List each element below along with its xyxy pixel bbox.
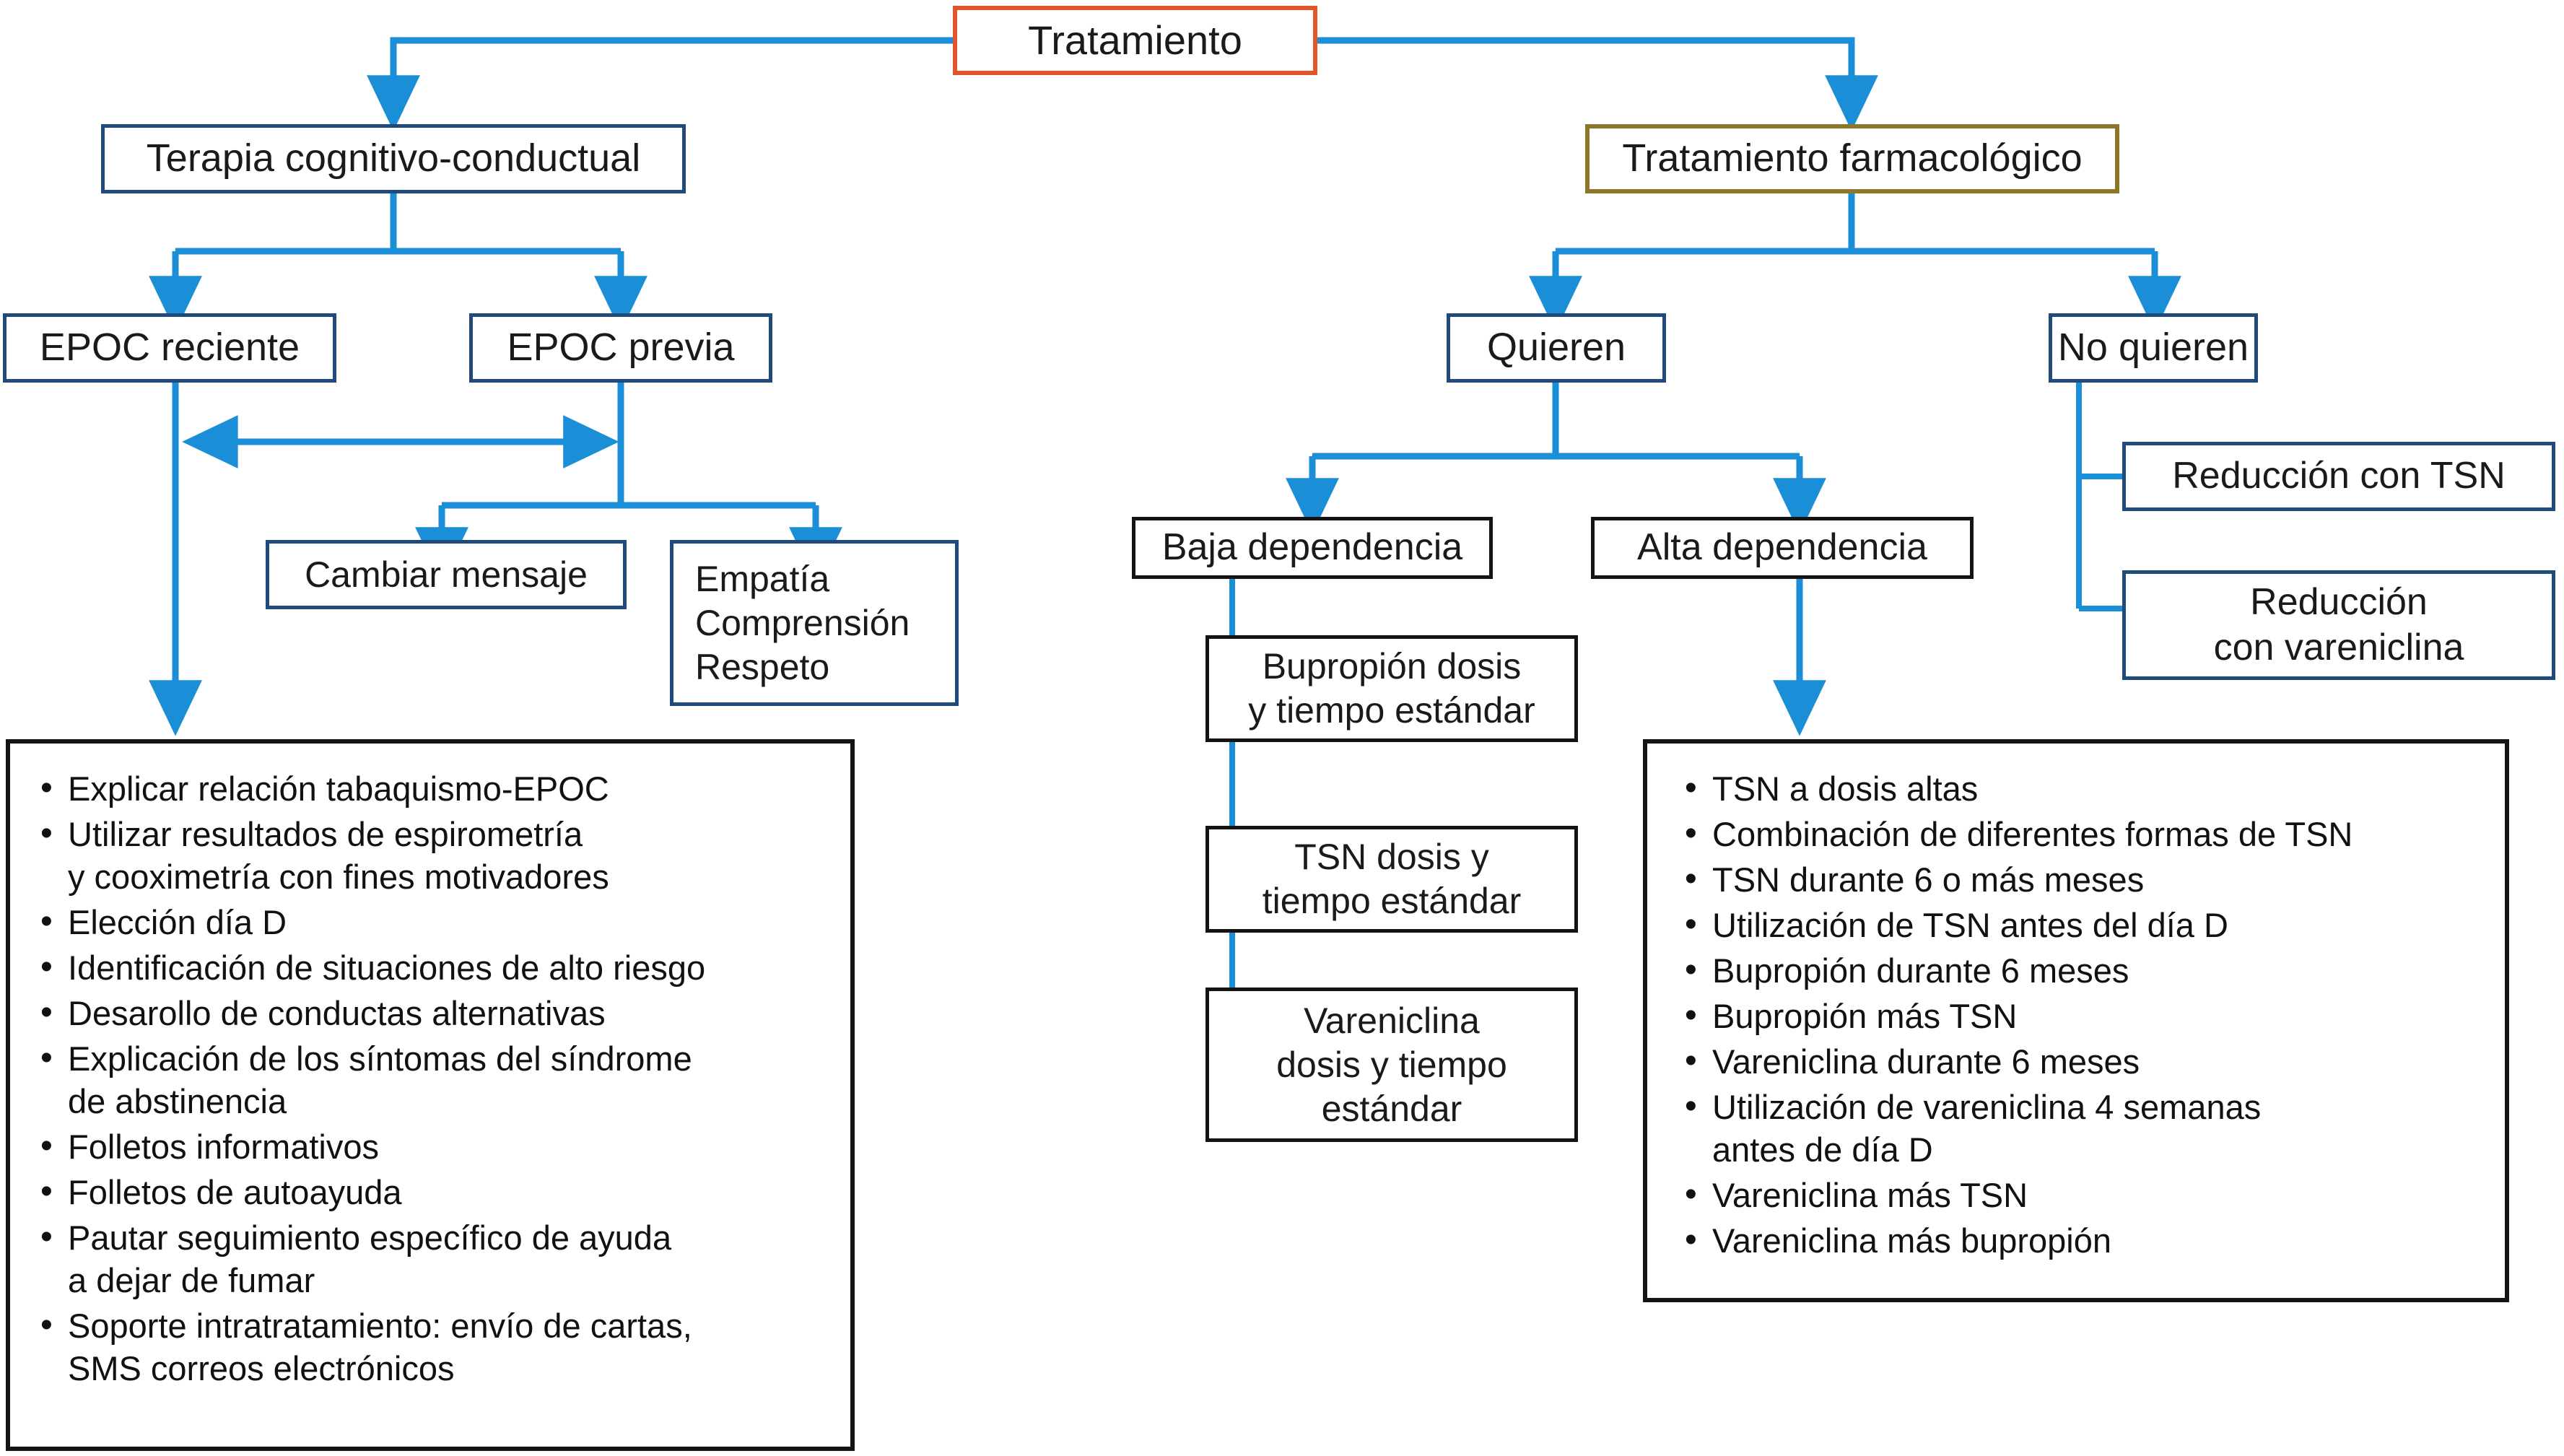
- list-item: Vareniclina más TSN: [1679, 1173, 2485, 1217]
- list-item: TSN a dosis altas: [1679, 767, 2485, 811]
- list-item: TSN durante 6 o más meses: [1679, 858, 2485, 902]
- list-item: Explicación de los síntomas del síndrome…: [35, 1037, 830, 1123]
- node-epoc-previa-label: EPOC previa: [507, 326, 735, 370]
- high-dependence-list-box: TSN a dosis altas Combinación de diferen…: [1643, 739, 2509, 1302]
- node-quieren[interactable]: Quieren: [1447, 313, 1666, 383]
- node-terapia-label: Terapia cognitivo-conductual: [146, 136, 641, 180]
- node-baja-dependencia[interactable]: Baja dependencia: [1132, 517, 1493, 579]
- list-item: Utilización de vareniclina 4 semanas ant…: [1679, 1085, 2485, 1172]
- list-item: Vareniclina más bupropión: [1679, 1219, 2485, 1263]
- node-empatia-label: Empatía Comprensión Respeto: [695, 558, 910, 687]
- node-tratamiento-label: Tratamiento: [1028, 17, 1242, 63]
- node-reduccion-con-tsn[interactable]: Reducción con TSN: [2122, 442, 2555, 511]
- node-epoc-reciente-label: EPOC reciente: [39, 326, 300, 370]
- node-cambiar-mensaje[interactable]: Cambiar mensaje: [266, 540, 627, 609]
- node-tratamiento-farmacologico[interactable]: Tratamiento farmacológico: [1585, 124, 2119, 193]
- node-empatia-comprension-respeto[interactable]: Empatía Comprensión Respeto: [670, 540, 959, 706]
- list-item: Soporte intratratamiento: envío de carta…: [35, 1304, 830, 1390]
- node-bupropion-estandar-label: Bupropión dosis y tiempo estándar: [1248, 646, 1535, 731]
- list-item: Folletos informativos: [35, 1125, 830, 1169]
- node-alta-dependencia[interactable]: Alta dependencia: [1591, 517, 1974, 579]
- node-vareniclina-dosis-estandar[interactable]: Vareniclina dosis y tiempo estándar: [1205, 988, 1578, 1142]
- node-vareniclina-estandar-label: Vareniclina dosis y tiempo estándar: [1276, 1000, 1507, 1129]
- node-tratamiento[interactable]: Tratamiento: [953, 6, 1317, 75]
- node-tsn-dosis-estandar[interactable]: TSN dosis y tiempo estándar: [1205, 826, 1578, 933]
- node-baja-dependencia-label: Baja dependencia: [1161, 526, 1463, 569]
- list-item: Identificación de situaciones de alto ri…: [35, 946, 830, 990]
- list-item: Pautar seguimiento específico de ayuda a…: [35, 1216, 830, 1302]
- node-reduccion-tsn-label: Reducción con TSN: [2172, 455, 2506, 497]
- node-reduccion-con-vareniclina[interactable]: Reducción con vareniclina: [2122, 570, 2555, 680]
- node-no-quieren[interactable]: No quieren: [2049, 313, 2258, 383]
- node-cambiar-mensaje-label: Cambiar mensaje: [305, 554, 588, 595]
- list-item: Bupropión durante 6 meses: [1679, 949, 2485, 993]
- list-item: Combinación de diferentes formas de TSN: [1679, 812, 2485, 856]
- list-item: Elección día D: [35, 900, 830, 944]
- node-bupropion-dosis-estandar[interactable]: Bupropión dosis y tiempo estándar: [1205, 635, 1578, 742]
- node-reduccion-vareniclina-label: Reducción con vareniclina: [2213, 580, 2464, 668]
- node-quieren-label: Quieren: [1486, 326, 1626, 370]
- list-item: Utilizar resultados de espirometría y co…: [35, 812, 830, 899]
- node-terapia-cognitivo-conductual[interactable]: Terapia cognitivo-conductual: [101, 124, 686, 193]
- list-item: Desarollo de conductas alternativas: [35, 991, 830, 1035]
- high-dependence-list: TSN a dosis altas Combinación de diferen…: [1679, 767, 2485, 1263]
- node-farmacologico-label: Tratamiento farmacológico: [1622, 136, 2083, 180]
- node-no-quieren-label: No quieren: [2057, 326, 2249, 370]
- list-item: Explicar relación tabaquismo-EPOC: [35, 767, 830, 811]
- list-item: Bupropión más TSN: [1679, 994, 2485, 1038]
- list-item: Folletos de autoayuda: [35, 1170, 830, 1214]
- node-epoc-reciente[interactable]: EPOC reciente: [3, 313, 336, 383]
- node-alta-dependencia-label: Alta dependencia: [1637, 526, 1927, 569]
- list-item: Utilización de TSN antes del día D: [1679, 903, 2485, 947]
- node-tsn-estandar-label: TSN dosis y tiempo estándar: [1262, 837, 1522, 921]
- intervention-list-box: Explicar relación tabaquismo-EPOC Utiliz…: [6, 739, 855, 1451]
- list-item: Vareniclina durante 6 meses: [1679, 1039, 2485, 1084]
- node-epoc-previa[interactable]: EPOC previa: [469, 313, 772, 383]
- intervention-list: Explicar relación tabaquismo-EPOC Utiliz…: [35, 767, 830, 1390]
